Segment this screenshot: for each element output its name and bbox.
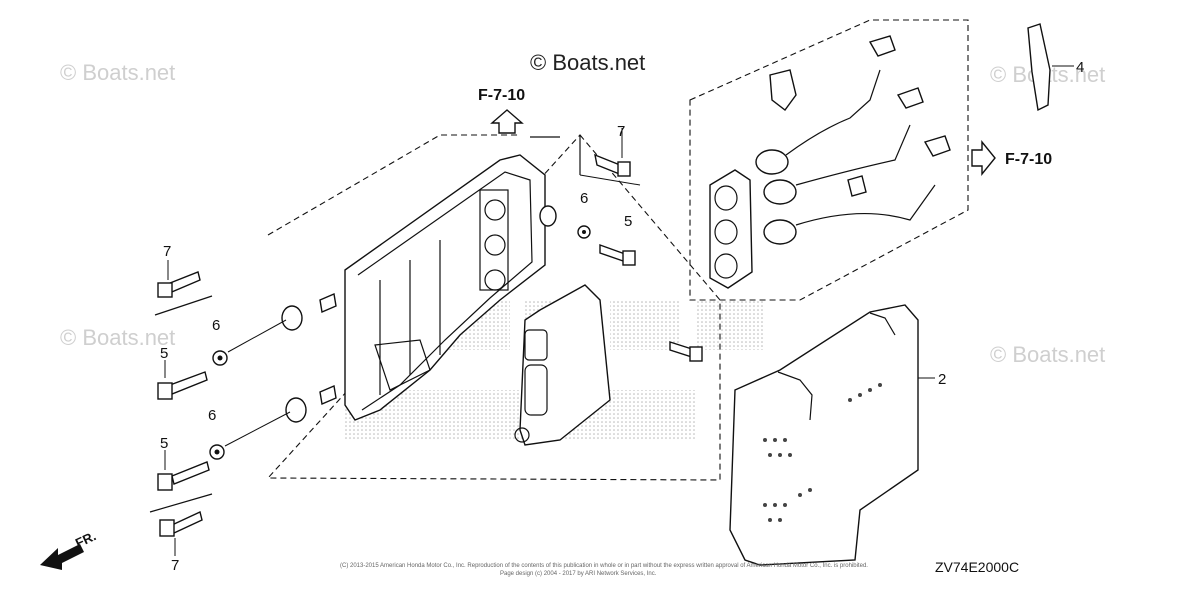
reference-arrow-top[interactable]: F-7-10 [478,87,560,138]
grommet-left-upper[interactable] [281,293,337,331]
wire-clip-top[interactable] [769,69,797,111]
bolt-7-top[interactable]: 7 [594,123,631,177]
module-bolt[interactable] [669,341,703,362]
bolt-7-bottom[interactable]: 7 [159,511,203,574]
callout-4: 4 [1076,59,1084,76]
right-arrow-icon [971,140,996,176]
grommet-left-lower[interactable] [285,385,337,423]
callout-6-left-mid: 6 [212,317,220,334]
callout-5-top: 5 [624,213,632,230]
copyright-line-2: Page design (c) 2004 - 2017 by ARI Netwo… [500,571,657,577]
washer-6-left-low[interactable]: 6 [208,407,225,460]
watermark-mid-left: © Boats.net [60,325,175,350]
clip-part-4[interactable]: 4 [1027,23,1084,112]
ignition-coil-1[interactable] [755,35,896,175]
watermark-top-left: © Boats.net [60,60,175,85]
callout-5-left-low: 5 [160,435,168,452]
reference-arrow-right[interactable]: F-7-10 [971,140,1052,176]
callout-6-left-low: 6 [208,407,216,424]
front-direction: FR. [40,528,98,570]
bolt-5-left-low[interactable]: 5 [157,435,210,491]
bolt-7-left-top[interactable]: 7 [157,243,201,298]
cover-part-2[interactable]: 2 [729,304,946,566]
coil-holder[interactable] [709,169,753,289]
copyright-line-1: (C) 2013-2015 American Honda Motor Co., … [340,563,868,569]
bolt-5-top[interactable]: 5 [599,213,636,266]
bolt-5-left-mid[interactable]: 5 [157,345,208,400]
callout-7-left-top: 7 [163,243,171,260]
washer-6-left-mid[interactable]: 6 [212,317,228,366]
callout-7-bottom: 7 [171,557,179,574]
watermark-main: © Boats.net [530,50,645,75]
callout-6-top: 6 [580,190,588,207]
reference-label-right: F-7-10 [1005,151,1052,168]
diagram-code: ZV74E2000C [935,559,1019,575]
grommet-top[interactable] [539,205,557,227]
coil-assembly-outline [689,19,969,301]
ignition-coil-2[interactable] [763,87,924,205]
control-module[interactable] [514,284,611,446]
callout-2: 2 [938,371,946,388]
front-label: FR. [73,528,98,550]
up-arrow-icon [490,109,524,134]
washer-6-top[interactable]: 6 [577,190,591,239]
ignition-coil-3[interactable] [763,135,951,245]
reference-label-top: F-7-10 [478,87,525,104]
callout-5-left-mid: 5 [160,345,168,362]
bracket-plate[interactable] [344,154,546,421]
watermark-mid-right: © Boats.net [990,342,1105,367]
callout-7-top: 7 [617,123,625,140]
wire-clip-mid[interactable] [847,175,867,197]
front-arrow-icon [40,544,84,570]
